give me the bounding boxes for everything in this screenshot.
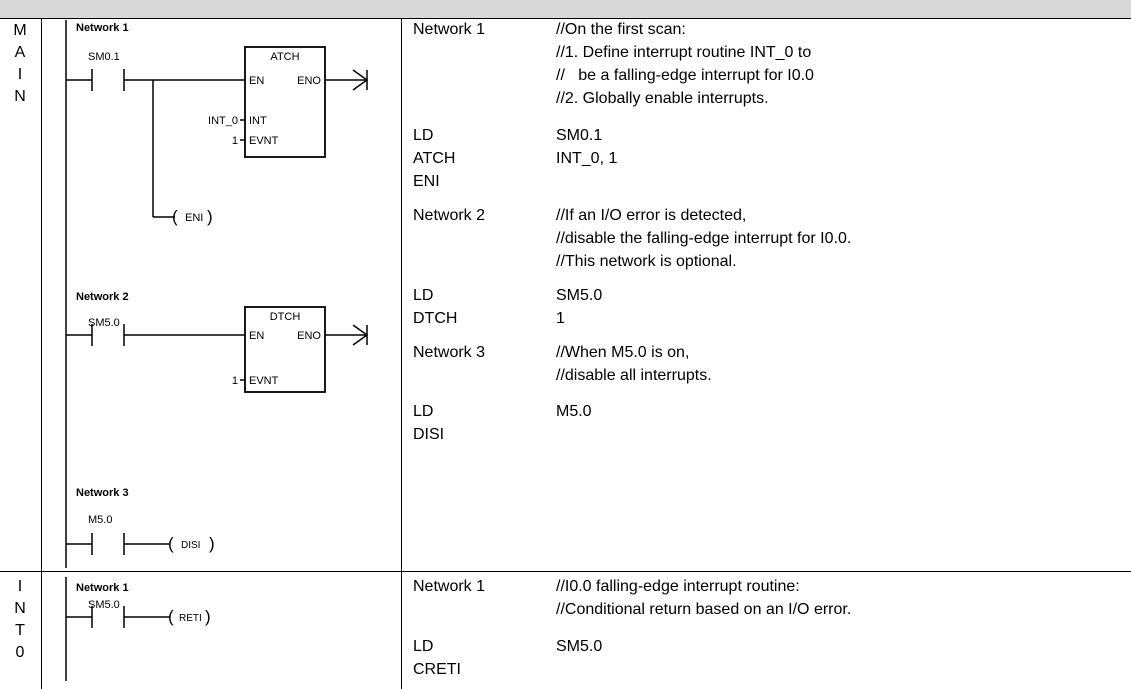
stl-comment: //Conditional return based on an I/O err… xyxy=(556,601,852,618)
stl-network-label: Network 2 xyxy=(413,207,486,224)
stl-network-label: Network 1 xyxy=(413,578,486,595)
stl-operand: SM5.0 xyxy=(556,287,603,304)
box-title: ATCH xyxy=(270,51,299,63)
box-pin-en: EN xyxy=(249,75,264,87)
coil-name: ENI xyxy=(185,212,203,224)
instruction-box-dtch xyxy=(244,306,326,393)
stl-operator: DTCH xyxy=(413,310,458,327)
coil-paren-right: ) xyxy=(209,534,215,553)
evnt-operand: 1 xyxy=(232,135,238,147)
int-operand: INT_0 xyxy=(208,115,238,127)
instruction-box-atch xyxy=(244,46,326,158)
stl-comment: //disable all interrupts. xyxy=(556,367,712,384)
stl-comment: //On the first scan: xyxy=(556,21,686,38)
box-pin-evnt: EVNT xyxy=(249,135,279,147)
ladder-diagram-main: Network 1 SM0.1 ATCH EN ENO INT EVNT INT… xyxy=(65,20,369,568)
stl-operator: DISI xyxy=(413,426,445,443)
network-title: Network 2 xyxy=(76,291,129,303)
box-pin-eno: ENO xyxy=(297,75,321,87)
stl-operand: INT_0, 1 xyxy=(556,150,618,167)
stl-comment: //This network is optional. xyxy=(556,253,737,270)
contact-operand: SM5.0 xyxy=(88,599,120,611)
section-letter: M xyxy=(13,22,27,39)
box-pin-int: INT xyxy=(249,115,267,127)
stl-operand: SM0.1 xyxy=(556,127,603,144)
table-header-band xyxy=(0,0,1131,19)
coil-paren-right: ) xyxy=(205,607,211,626)
box-pin-eno: ENO xyxy=(297,330,321,342)
stl-comment: //disable the falling-edge interrupt for… xyxy=(556,230,852,247)
ladder-diagram-int0: Network 1 SM5.0 ( RETI ) xyxy=(65,577,211,681)
section-letter: A xyxy=(14,44,26,61)
section-letter: I xyxy=(17,578,23,595)
divider-label-column xyxy=(41,18,42,689)
stl-operand: SM5.0 xyxy=(556,638,603,655)
section-letter: T xyxy=(15,622,25,639)
stl-operator: LD xyxy=(413,403,434,420)
coil-name: DISI xyxy=(181,540,200,551)
section-letter: 0 xyxy=(15,644,25,661)
stl-operator: CRETI xyxy=(413,661,461,678)
coil-paren-right: ) xyxy=(207,207,213,226)
stl-comment: //When M5.0 is on, xyxy=(556,344,690,361)
stl-operator: LD xyxy=(413,638,434,655)
coil-name: RETI xyxy=(179,613,202,624)
contact-operand: SM0.1 xyxy=(88,51,120,63)
stl-comment: //2. Globally enable interrupts. xyxy=(556,90,769,107)
divider-ladder-stl xyxy=(401,18,402,689)
stl-network-label: Network 3 xyxy=(413,344,486,361)
stl-comment: //1. Define interrupt routine INT_0 to xyxy=(556,44,812,61)
coil-paren-left: ( xyxy=(172,207,178,226)
stl-operand: M5.0 xyxy=(556,403,592,420)
stl-operator: LD xyxy=(413,127,434,144)
stl-operand: 1 xyxy=(556,310,565,327)
stl-operator: ATCH xyxy=(413,150,456,167)
divider-main-int0 xyxy=(0,571,1131,572)
box-pin-evnt: EVNT xyxy=(249,375,279,387)
coil-paren-left: ( xyxy=(168,607,174,626)
coil-paren-left: ( xyxy=(168,534,174,553)
section-letter: N xyxy=(14,600,26,617)
box-title: DTCH xyxy=(270,311,301,323)
section-letter: I xyxy=(17,66,23,83)
contact-operand: M5.0 xyxy=(88,514,112,526)
network-title: Network 1 xyxy=(76,22,129,34)
network-title: Network 1 xyxy=(76,582,129,594)
stl-operator: ENI xyxy=(413,173,440,190)
section-letter: N xyxy=(14,88,26,105)
stl-network-label: Network 1 xyxy=(413,21,486,38)
stl-operator: LD xyxy=(413,287,434,304)
evnt-operand: 1 xyxy=(232,375,238,387)
network-title: Network 3 xyxy=(76,487,129,499)
contact-operand: SM5.0 xyxy=(88,317,120,329)
stl-comment: // be a falling-edge interrupt for I0.0 xyxy=(556,67,814,84)
box-pin-en: EN xyxy=(249,330,264,342)
stl-comment: //I0.0 falling-edge interrupt routine: xyxy=(556,578,800,595)
stl-comment: //If an I/O error is detected, xyxy=(556,207,747,224)
